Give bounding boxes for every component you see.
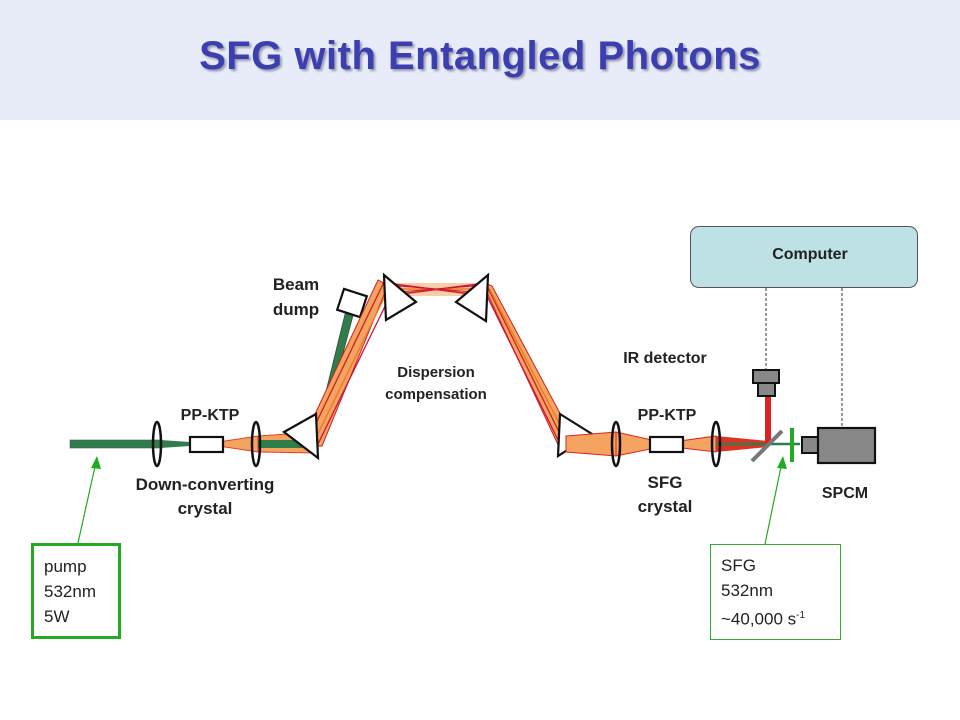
title-band	[0, 0, 960, 120]
compensation-label: compensation	[385, 386, 487, 403]
sfg-arrowhead	[777, 456, 787, 469]
ir-detector-head	[757, 382, 776, 397]
sfg-note-line1: SFG	[721, 556, 756, 575]
spcm-label: SPCM	[821, 485, 869, 502]
sfg-rate-exponent: -1	[796, 610, 806, 621]
sfg-label: SFG	[647, 473, 683, 492]
sfg-note-line2: 532nm	[721, 581, 773, 600]
sfg-note-line3: ~40,000 s-1	[721, 603, 830, 632]
pump-focus-beam	[160, 440, 205, 448]
beam-label: Beam	[272, 275, 320, 294]
ppktp-crystal-left	[188, 435, 225, 454]
pump-arrow	[77, 461, 97, 544]
pp-ktp-right-label: PP-KTP	[637, 407, 697, 424]
green-residual-beam	[258, 440, 316, 448]
ppktp-crystal-right	[648, 435, 685, 454]
down-converting-label: Down-converting	[135, 475, 275, 494]
ir-beam-up	[765, 394, 771, 444]
pump-note: pump 532nm 5W	[31, 543, 121, 639]
dump-label: dump	[272, 300, 320, 319]
sfg-note: SFG 532nm ~40,000 s-1	[710, 544, 841, 640]
spcm-nose	[801, 436, 819, 454]
crystal-right-label: crystal	[637, 497, 693, 516]
prism-3	[454, 272, 490, 323]
lens-left-2	[250, 420, 262, 468]
computer-label: Computer	[772, 246, 848, 263]
lens-right-1	[610, 420, 622, 468]
dispersion-label: Dispersion	[397, 364, 475, 381]
pump-note-line3: 5W	[44, 607, 70, 626]
pp-ktp-left-label: PP-KTP	[180, 407, 240, 424]
pump-note-line2: 532nm	[44, 582, 96, 601]
ir-detector-body	[752, 369, 780, 384]
sfg-rate-value: ~40,000 s	[721, 609, 797, 629]
lens-left-1	[151, 420, 163, 468]
pump-note-line1: pump	[44, 557, 87, 576]
beam-dump	[335, 287, 369, 319]
beam-to-sfg	[565, 431, 617, 457]
crystal-left-label: crystal	[177, 499, 233, 518]
pump-beam	[69, 439, 163, 449]
sfg-arrow	[764, 461, 783, 545]
beam-splitter	[750, 429, 784, 463]
page-title: SFG with Entangled Photons	[199, 34, 761, 78]
prism-2	[382, 272, 418, 322]
computer-box	[690, 226, 918, 288]
pump-arrowhead	[91, 456, 101, 469]
lens-right-2	[710, 420, 722, 468]
ir-detector-label: IR detector	[623, 350, 707, 367]
spcm-body	[816, 426, 877, 465]
prism-1	[282, 412, 320, 461]
